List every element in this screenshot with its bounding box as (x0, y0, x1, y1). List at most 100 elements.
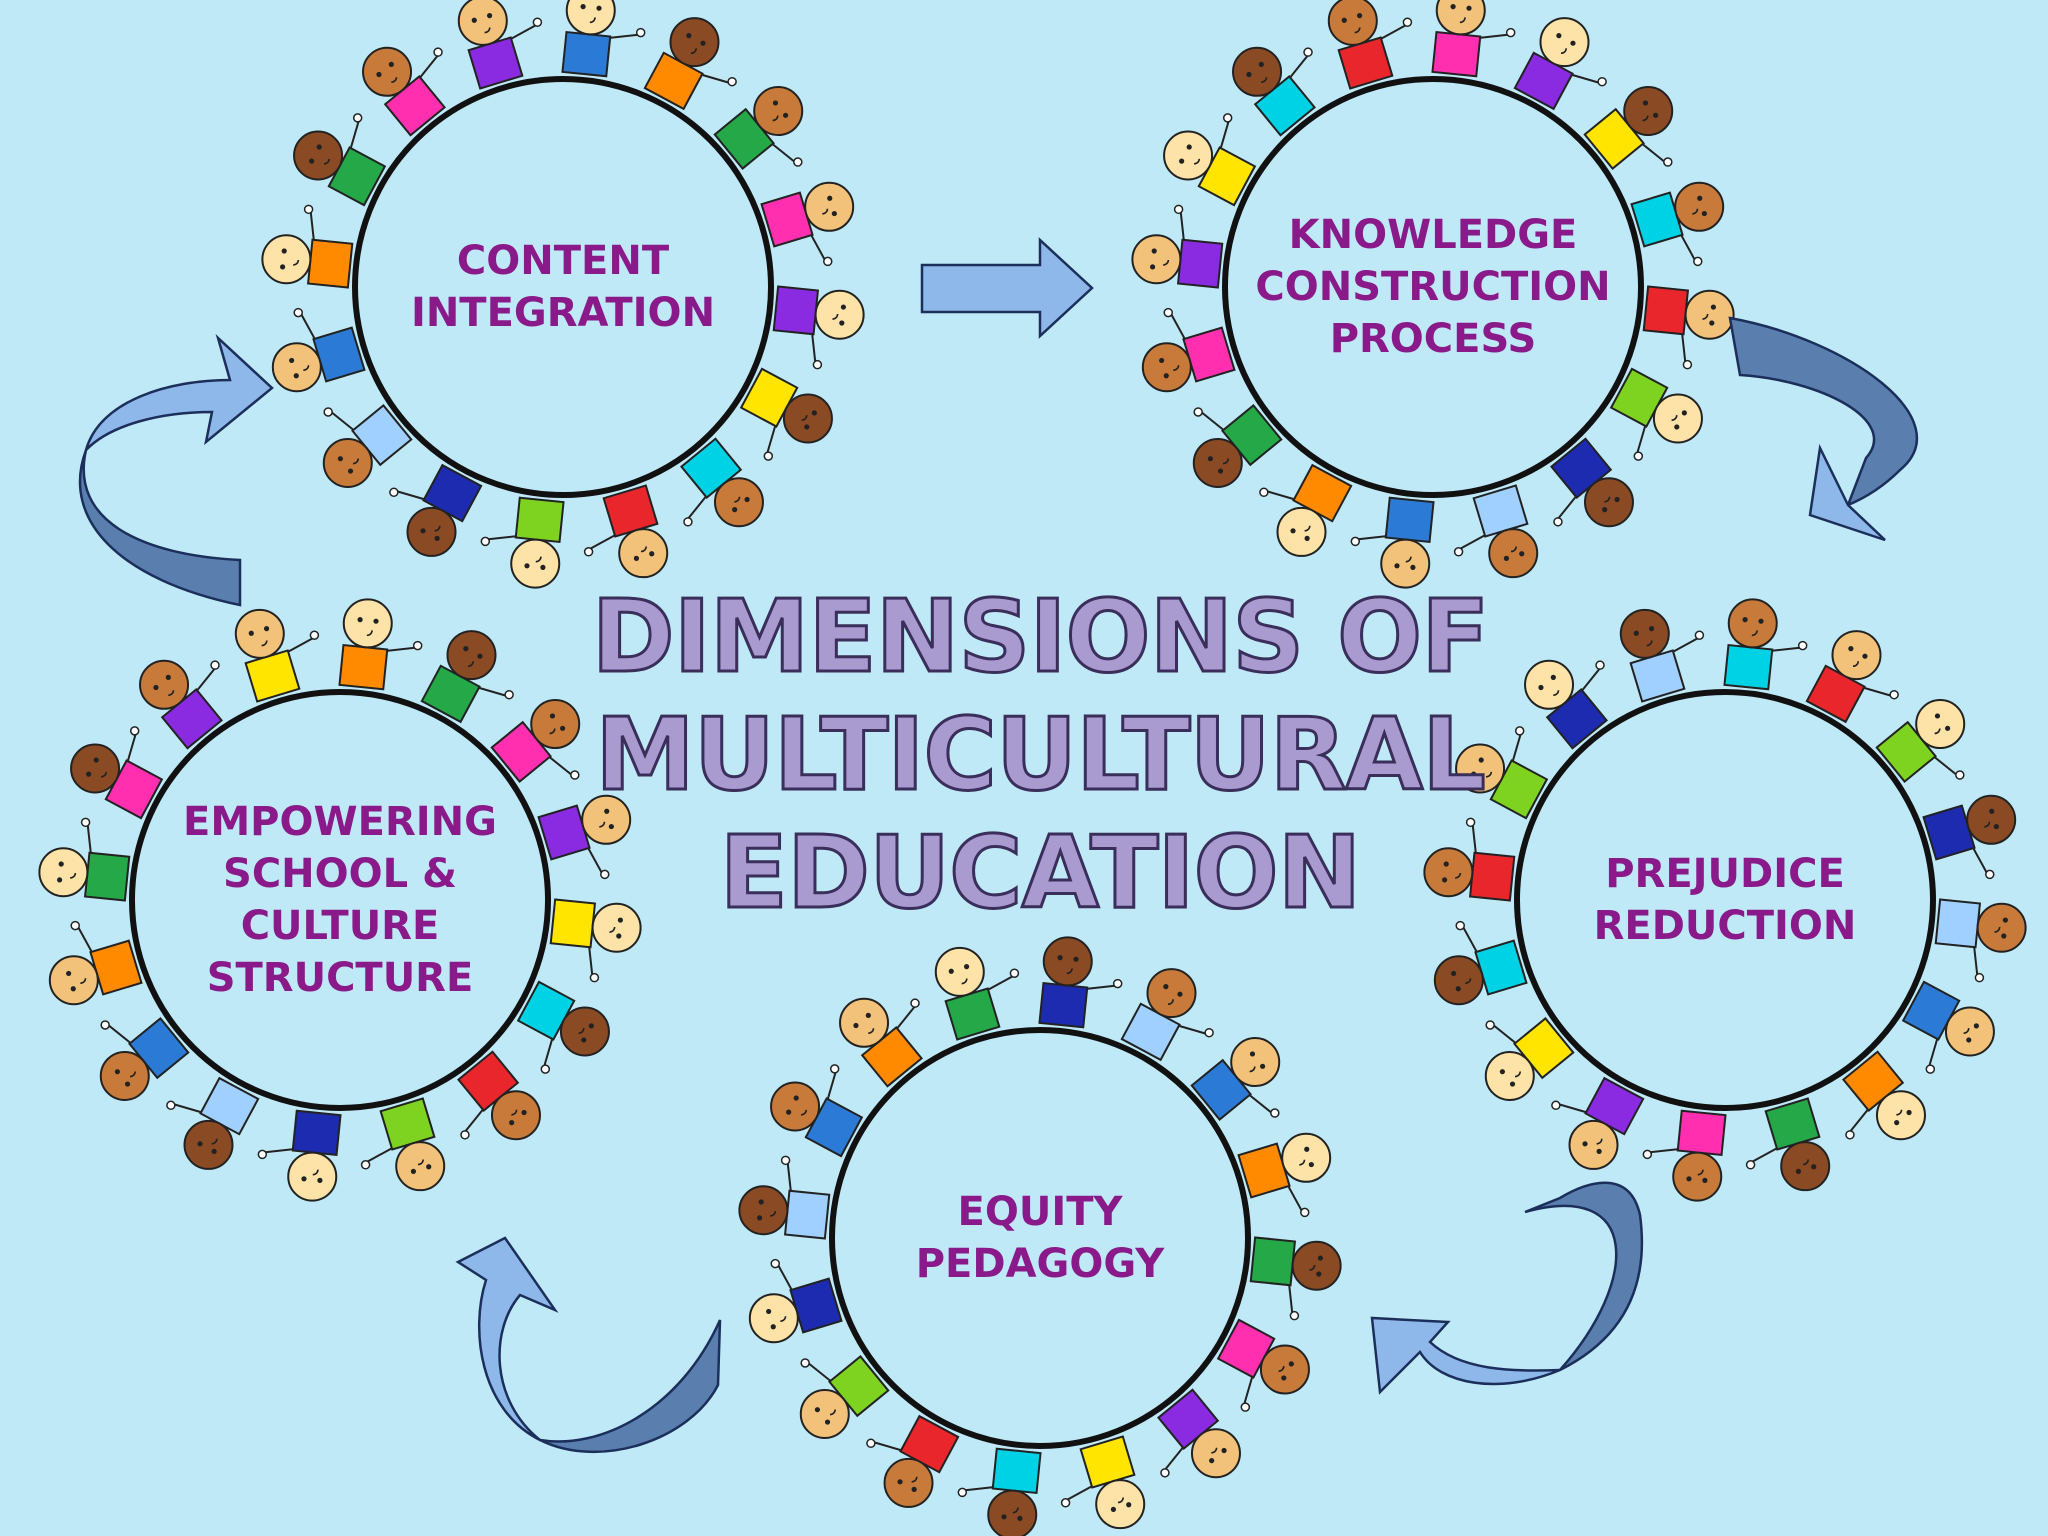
child-figure-icon (1249, 1236, 1342, 1321)
node-label-line: CONSTRUCTION (1255, 264, 1611, 310)
child-figure-icon (760, 181, 855, 267)
child-figure-icon (1216, 1318, 1310, 1412)
child-figure-icon (1934, 898, 2027, 983)
node-circle (352, 76, 774, 498)
child-figure-icon (420, 630, 514, 724)
node-label-line: REDUCTION (1593, 903, 1857, 949)
arrow-icon (1370, 1181, 1644, 1395)
children-ring (1131, 0, 1735, 589)
child-figure-icon (1551, 1076, 1645, 1170)
node-label-knowledge-construction-process: KNOWLEDGE CONSTRUCTION PROCESS (1240, 79, 1626, 495)
child-figure-icon (1842, 1050, 1926, 1141)
child-figure-icon (934, 946, 1020, 1041)
arrow-icon (455, 1236, 722, 1454)
child-figure-icon (1455, 726, 1549, 820)
child-figure-icon (261, 204, 354, 289)
child-figure-icon (1630, 181, 1725, 267)
main-title: DIMENSIONS OF MULTICULTURAL EDUCATION (590, 575, 1491, 935)
child-figure-icon (1513, 17, 1607, 111)
child-figure-icon (293, 113, 387, 207)
circle-layer (129, 76, 1936, 1449)
child-figure-icon (1433, 920, 1528, 1006)
node-label-line: PEDAGOGY (915, 1241, 1165, 1287)
child-figure-icon (1423, 817, 1516, 902)
child-figure-icon (583, 484, 669, 579)
child-figure-icon (1723, 598, 1808, 691)
child-figure-icon (516, 980, 610, 1074)
children-ring (38, 598, 642, 1202)
child-figure-icon (338, 598, 423, 691)
child-figure-icon (490, 699, 581, 783)
arrow-icon (920, 237, 1094, 339)
main-title-line-3: EDUCATION (718, 813, 1363, 933)
child-figure-icon (362, 46, 446, 137)
child-figure-icon (166, 1076, 260, 1170)
child-figure-icon (457, 1050, 541, 1141)
node-label-line: EQUITY (957, 1189, 1123, 1235)
child-figure-icon (1431, 0, 1516, 78)
child-figure-icon (99, 1017, 190, 1101)
node-circle (1514, 689, 1936, 1111)
child-figure-icon (957, 1447, 1042, 1536)
node-circle (1222, 76, 1644, 498)
child-figure-icon (1120, 968, 1214, 1062)
child-figure-icon (1524, 659, 1608, 750)
child-figure-icon (537, 794, 632, 880)
child-figure-icon (480, 496, 565, 589)
child-figure-icon (1619, 608, 1705, 703)
node-label-equity-pedagogy: EQUITY PEDAGOGY (847, 1030, 1233, 1446)
child-figure-icon (1190, 1037, 1281, 1121)
node-label-line: SCHOOL & (223, 851, 457, 897)
child-figure-icon (1453, 484, 1539, 579)
child-figure-icon (1157, 1388, 1241, 1479)
child-figure-icon (322, 404, 413, 488)
child-figure-icon (1237, 1132, 1332, 1218)
child-figure-icon (234, 608, 320, 703)
child-figure-icon (799, 1355, 890, 1439)
node-circle (129, 689, 551, 1111)
child-figure-icon (1141, 307, 1236, 393)
node-label-line: STRUCTURE (206, 955, 474, 1001)
child-figure-icon (1642, 285, 1735, 370)
node-label-line: CONTENT (456, 238, 670, 284)
child-figure-icon (1642, 1109, 1727, 1202)
children-layer (38, 0, 2027, 1536)
child-figure-icon (360, 1097, 446, 1192)
child-figure-icon (739, 367, 833, 461)
main-title-line-1: DIMENSIONS OF (590, 577, 1491, 697)
child-figure-icon (738, 1155, 831, 1240)
node-circle (829, 1027, 1251, 1449)
child-figure-icon (457, 0, 543, 90)
arrow-icon (1728, 316, 1919, 542)
child-figure-icon (70, 726, 164, 820)
child-figure-icon (1232, 46, 1316, 137)
child-figure-icon (38, 817, 131, 902)
node-label-line: PROCESS (1329, 316, 1537, 362)
child-figure-icon (1901, 980, 1995, 1074)
node-label-prejudice-reduction: PREJUDICE REDUCTION (1532, 692, 1918, 1108)
node-label-line: KNOWLEDGE (1288, 212, 1578, 258)
child-figure-icon (839, 997, 923, 1088)
child-figure-icon (866, 1414, 960, 1508)
child-figure-icon (1327, 0, 1413, 90)
child-figure-icon (1550, 437, 1634, 528)
children-ring (1423, 598, 2027, 1202)
child-figure-icon (1745, 1097, 1831, 1192)
child-figure-icon (1875, 699, 1966, 783)
child-figure-icon (1192, 404, 1283, 488)
children-ring (738, 936, 1342, 1536)
child-figure-icon (1163, 113, 1257, 207)
arrow-layer (78, 237, 1919, 1454)
child-figure-icon (1922, 794, 2017, 880)
node-label-line: CULTURE (240, 903, 440, 949)
child-figure-icon (271, 307, 366, 393)
child-figure-icon (643, 17, 737, 111)
child-figure-icon (1484, 1017, 1575, 1101)
node-label-line: PREJUDICE (1605, 851, 1845, 897)
arrow-icon (78, 334, 274, 607)
child-figure-icon (1259, 463, 1353, 557)
child-figure-icon (772, 285, 865, 370)
child-figure-icon (257, 1109, 342, 1202)
